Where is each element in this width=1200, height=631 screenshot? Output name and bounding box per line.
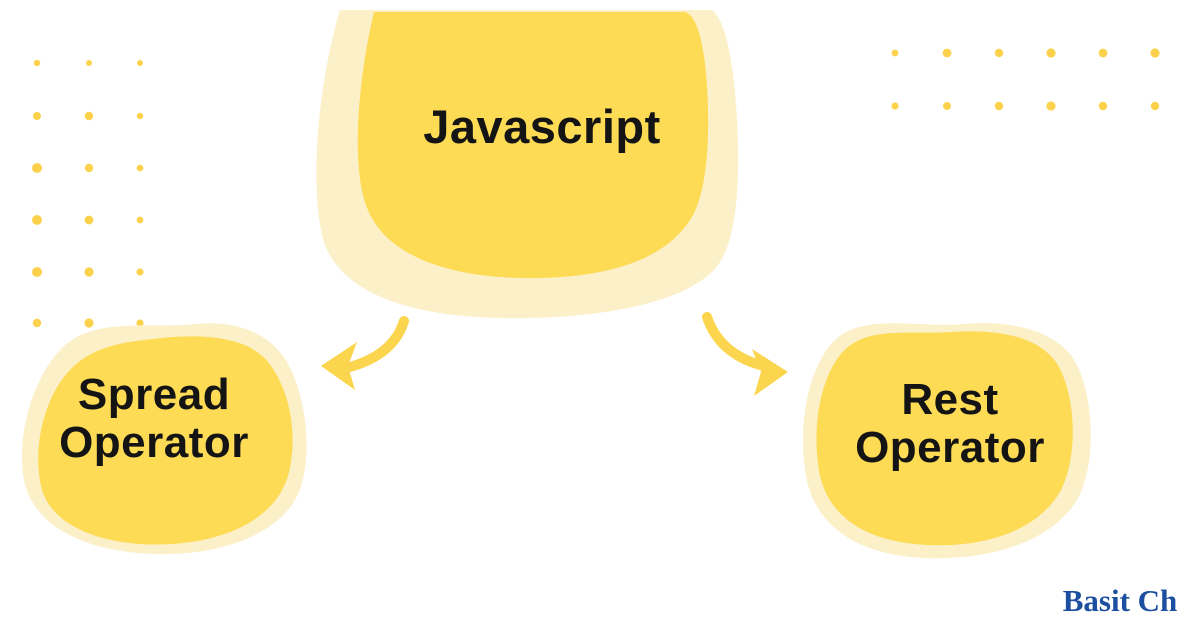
spread-operator-node-label: Spread Operator xyxy=(59,370,249,467)
dot-grid-left-decoration xyxy=(32,59,144,328)
rest-blob xyxy=(816,331,1073,546)
javascript-node-label: Javascript xyxy=(423,100,661,153)
dot-grid-right-decoration xyxy=(891,48,1160,111)
author-signature: Basit Ch xyxy=(1062,583,1178,618)
curved-arrow-down-left-icon xyxy=(321,316,409,390)
javascript-blob xyxy=(357,12,709,279)
rest-operator-node-label: Rest Operator xyxy=(855,375,1045,472)
spread-blob xyxy=(38,336,293,545)
curved-arrow-down-right-icon xyxy=(702,312,788,396)
